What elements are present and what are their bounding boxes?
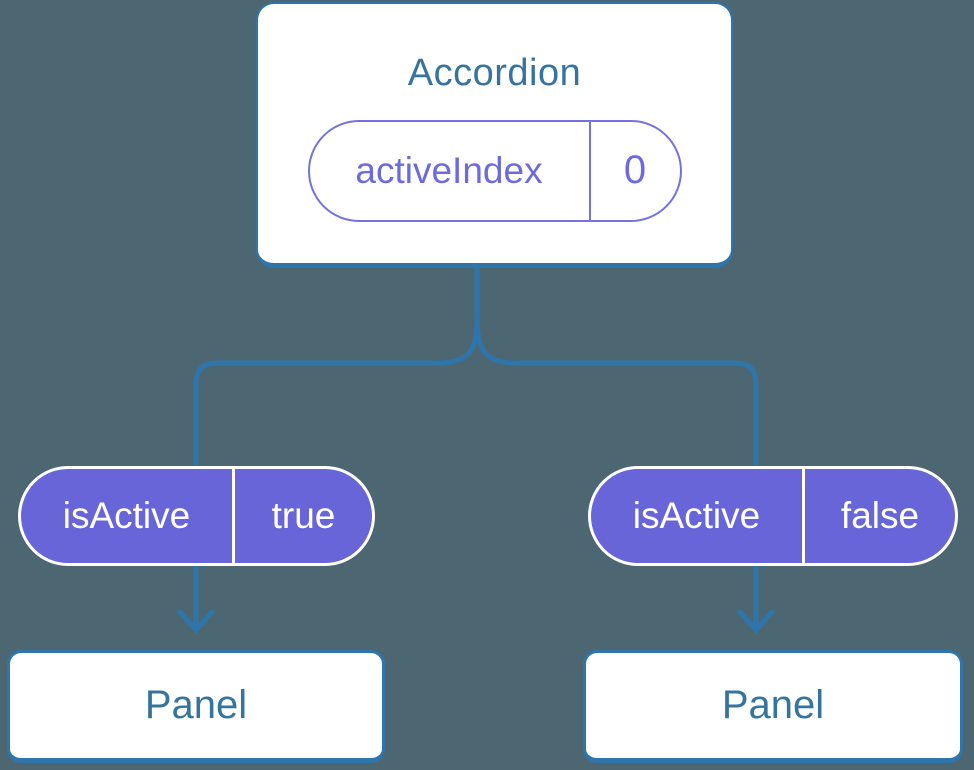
state-pill-value: 0 bbox=[623, 148, 647, 192]
prop-pill-right-divider bbox=[802, 469, 805, 563]
state-pill-label: activeIndex bbox=[355, 149, 543, 191]
prop-pill-right-label: isActive bbox=[632, 495, 761, 536]
prop-pill-left: isActive true bbox=[18, 466, 375, 566]
panel-right-title: Panel bbox=[721, 683, 825, 727]
connector-branch-right bbox=[474, 315, 759, 630]
panel-card-left: Panel bbox=[7, 650, 385, 763]
prop-pill-right-value: false bbox=[840, 495, 920, 536]
state-pill-divider bbox=[588, 121, 591, 220]
accordion-card: Accordion activeIndex 0 bbox=[256, 2, 733, 268]
connector-branch-left bbox=[193, 315, 480, 630]
panel-card-right: Panel bbox=[583, 650, 963, 763]
state-pill: activeIndex 0 bbox=[307, 119, 682, 222]
accordion-title: Accordion bbox=[407, 51, 582, 94]
arrow-down-icon bbox=[737, 609, 775, 634]
arrow-down-icon bbox=[177, 609, 215, 634]
prop-pill-left-label: isActive bbox=[62, 495, 191, 536]
prop-pill-right: isActive false bbox=[588, 466, 958, 566]
panel-left-title: Panel bbox=[144, 683, 248, 727]
prop-pill-left-value: true bbox=[271, 495, 336, 536]
prop-pill-left-divider bbox=[232, 469, 235, 563]
